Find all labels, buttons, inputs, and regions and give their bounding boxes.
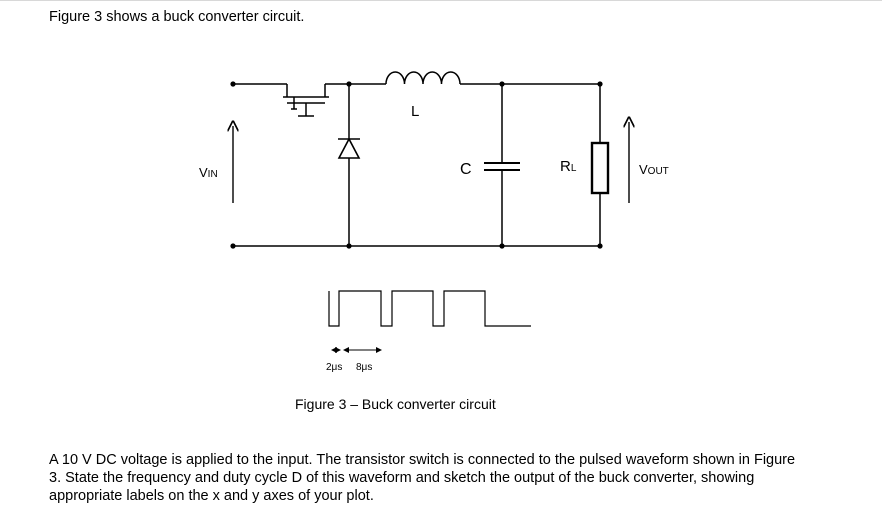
pulse-waveform [328, 290, 531, 327]
vout-label: VOUT [639, 162, 669, 177]
transistor-switch-symbol [283, 84, 329, 117]
resistor-symbol [590, 141, 610, 195]
diode-symbol [337, 137, 361, 159]
capacitor-symbol [484, 162, 520, 171]
node-dots [230, 81, 603, 249]
capacitor-label: C [460, 161, 472, 178]
vout-label-sub: OUT [648, 166, 669, 177]
circuit-wiring [233, 83, 601, 247]
question-text: A 10 V DC voltage is applied to the inpu… [49, 452, 796, 504]
figure-caption: Figure 3 – Buck converter circuit [295, 396, 496, 412]
top-border [0, 0, 882, 1]
vout-label-main: V [639, 162, 648, 177]
inductor-label: L [411, 103, 419, 120]
off-time-label: 8μs [356, 362, 372, 373]
vin-label-main: V [199, 165, 208, 180]
resistor-label: RL [560, 158, 577, 175]
vin-label-sub: IN [208, 169, 218, 180]
resistor-label-sub: L [571, 163, 577, 174]
resistor-label-main: R [560, 158, 571, 175]
on-time-label: 2μs [326, 362, 342, 373]
intro-text: Figure 3 shows a buck converter circuit. [49, 9, 305, 25]
vin-label: VIN [199, 165, 218, 180]
inductor-symbol [385, 71, 461, 85]
